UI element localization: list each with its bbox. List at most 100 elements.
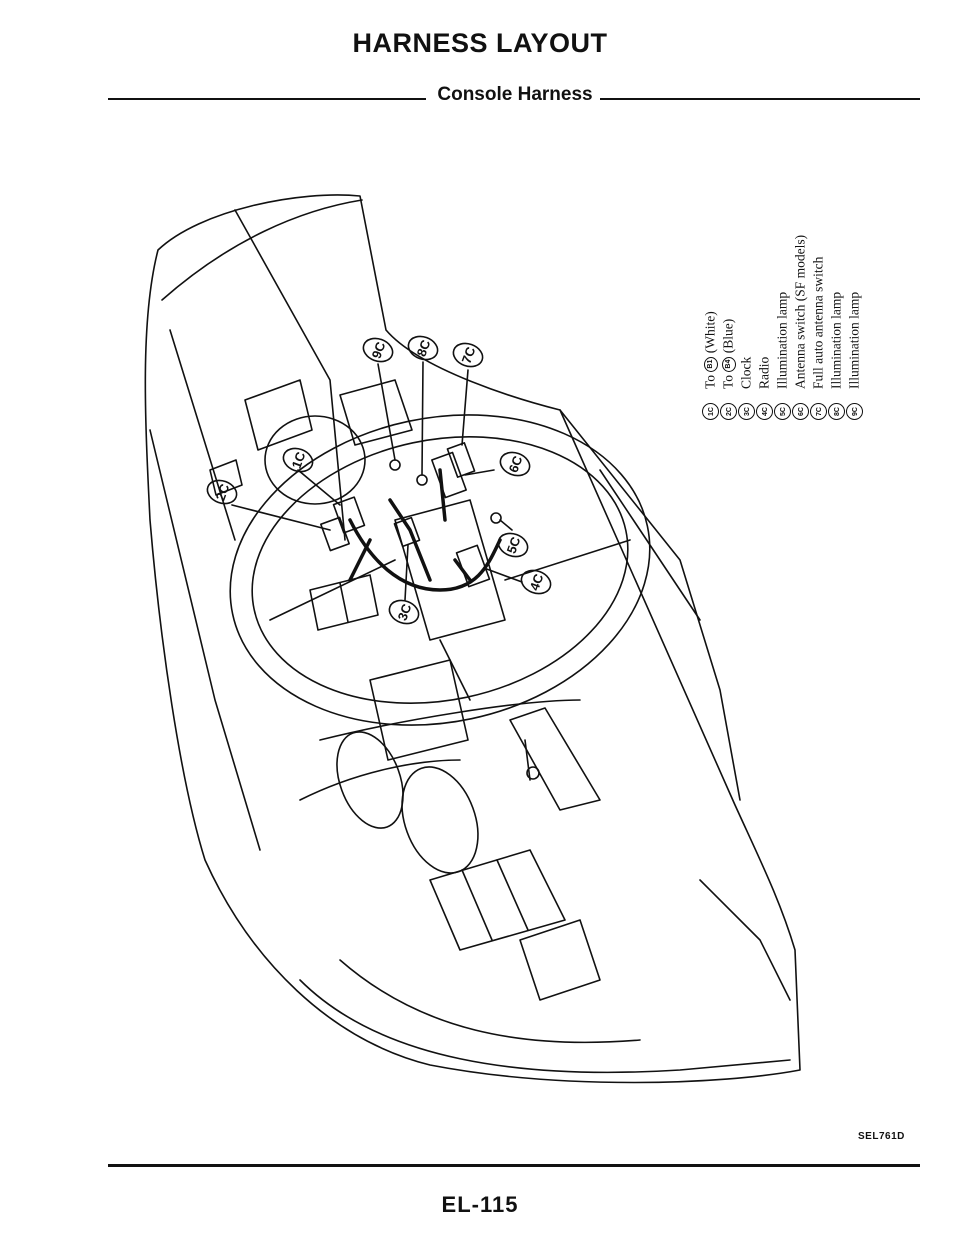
harness-wire (348, 518, 502, 592)
section-header: Console Harness (108, 84, 920, 112)
callout-4c-label: 4C (527, 571, 547, 592)
steering-spoke-down (439, 639, 471, 701)
connector-6c (431, 451, 467, 499)
center-panel (369, 659, 469, 761)
page-number: EL-115 (441, 1192, 519, 1217)
lower-switch-div-2 (496, 859, 529, 931)
legend-text: (White) (702, 311, 718, 354)
steering-spoke-right (504, 539, 631, 581)
shift-lever (524, 739, 531, 781)
connector-7c (446, 442, 476, 478)
leader-6c (464, 469, 495, 476)
legend-text: Illumination lamp (774, 291, 790, 389)
legend-text: (Blue) (720, 318, 736, 354)
figure-code: SEL761D (858, 1131, 905, 1142)
legend-prefix: To (702, 374, 718, 389)
legend-item-4c: 4C Radio (756, 356, 773, 420)
lower-panel (519, 919, 601, 1001)
legend-item-2c: 2C To B4 (Blue) (720, 318, 737, 420)
leader-4c (483, 567, 523, 583)
legend-code: 4C (756, 403, 773, 420)
legend-text: Illumination lamp (828, 291, 844, 389)
leader-8c (421, 361, 424, 476)
legend-prefix: To (720, 374, 736, 389)
shift-knob (526, 766, 540, 780)
legend-text: Full auto antenna switch (810, 256, 826, 389)
dashboard-outline (144, 194, 801, 1084)
connector-1c (332, 496, 366, 534)
connector-2c (320, 516, 350, 552)
leader-5c (499, 519, 513, 531)
lower-switch-div-1 (461, 869, 493, 941)
legend-text: Antenna switch (SF models) (792, 234, 808, 389)
legend-item-5c: 5C Illumination lamp (774, 291, 791, 420)
legend-text: Clock (738, 356, 754, 389)
vent-left (244, 379, 313, 451)
legend-code: 8C (828, 403, 845, 420)
legend-text: Illumination lamp (846, 291, 862, 389)
connector-8c (416, 474, 428, 486)
right-bottom-line (699, 879, 791, 1001)
callout-7c-label: 7C (459, 344, 479, 365)
cup-holder-right (401, 766, 479, 874)
dashboard-left-line-2 (169, 329, 236, 541)
connector-3c (393, 516, 421, 548)
callout-7c: 7C (452, 342, 484, 368)
callout-1c-label: 1C (289, 449, 309, 470)
connector-4c (455, 544, 491, 588)
steering-wheel-inner (251, 436, 629, 704)
callout-2c: 2C (206, 479, 238, 505)
vent-small (209, 459, 243, 496)
legend-code: 5C (774, 403, 791, 420)
callout-6c: 6C (499, 451, 531, 477)
harness-wire-branch-3 (348, 538, 372, 582)
connector-5c (490, 512, 502, 524)
dashboard-top-edge (161, 199, 363, 301)
bottom-inner (339, 959, 641, 1044)
callout-2c-label: 2C (213, 481, 233, 502)
legend-text: Radio (756, 356, 772, 389)
legend-code: 2C (720, 403, 737, 420)
callout-5c-label: 5C (504, 534, 524, 555)
connector-id: B4 (721, 356, 736, 372)
legend-item-9c: 9C Illumination lamp (846, 291, 863, 420)
callout-9c-label: 9C (369, 339, 389, 360)
callout-4c: 4C (520, 569, 552, 595)
shift-slot (509, 707, 601, 811)
leader-1c (297, 469, 341, 506)
harness-wire-branch-2 (438, 468, 447, 522)
legend-item-7c: 7CFull auto antenna switch (810, 256, 827, 420)
gauge-ring (264, 415, 366, 505)
lower-switch-block (429, 849, 566, 951)
leader-2c (231, 504, 331, 531)
switch-panel-divider (339, 582, 349, 623)
header-rule-right (600, 98, 920, 100)
leader-9c (377, 363, 396, 461)
legend-item-1c: 1C To B1 (White) (702, 311, 719, 420)
legend-item-8c: 8C Illumination lamp (828, 291, 845, 420)
page-title: HARNESS LAYOUT (352, 28, 608, 58)
legend-code: 9C (846, 403, 863, 420)
center-console-line-2 (299, 759, 461, 801)
cup-holder-left (336, 731, 404, 829)
callout-8c-label: 8C (414, 337, 434, 358)
vent-left-2 (339, 379, 413, 446)
right-edge (559, 409, 741, 801)
steering-spoke-left (269, 559, 396, 621)
callout-3c-label: 3C (395, 601, 415, 622)
connector-9c (389, 459, 401, 471)
legend-code: 1C (702, 403, 719, 420)
dashboard-left-line (149, 429, 261, 851)
header-rule-left (108, 98, 426, 100)
harness-wire-branch (388, 498, 432, 582)
section-subtitle: Console Harness (437, 84, 593, 105)
connector-id: B1 (703, 356, 718, 372)
leader-3c (404, 544, 409, 601)
callout-8c: 8C (407, 335, 439, 361)
callout-5c: 5C (497, 532, 529, 558)
legend-item-3c: 3C Clock (738, 356, 755, 420)
legend-code: 3C (738, 403, 755, 420)
bottom-curve (299, 979, 791, 1074)
callout-6c-label: 6C (506, 453, 526, 474)
